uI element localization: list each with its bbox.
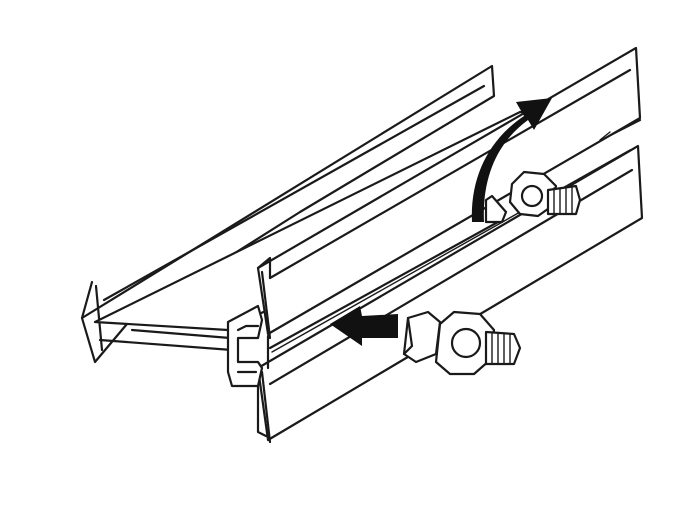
insert-direction-arrow bbox=[330, 306, 398, 346]
rail-front-upper-flange bbox=[256, 46, 642, 340]
rail-back-flange bbox=[80, 64, 496, 364]
rail-t-slot bbox=[226, 220, 500, 388]
hex-bolt-with-square-nut bbox=[402, 310, 522, 376]
rail-slot-gap bbox=[271, 131, 631, 353]
rotate-direction-arrow bbox=[471, 98, 552, 222]
hex-nut-in-slot bbox=[484, 170, 582, 224]
